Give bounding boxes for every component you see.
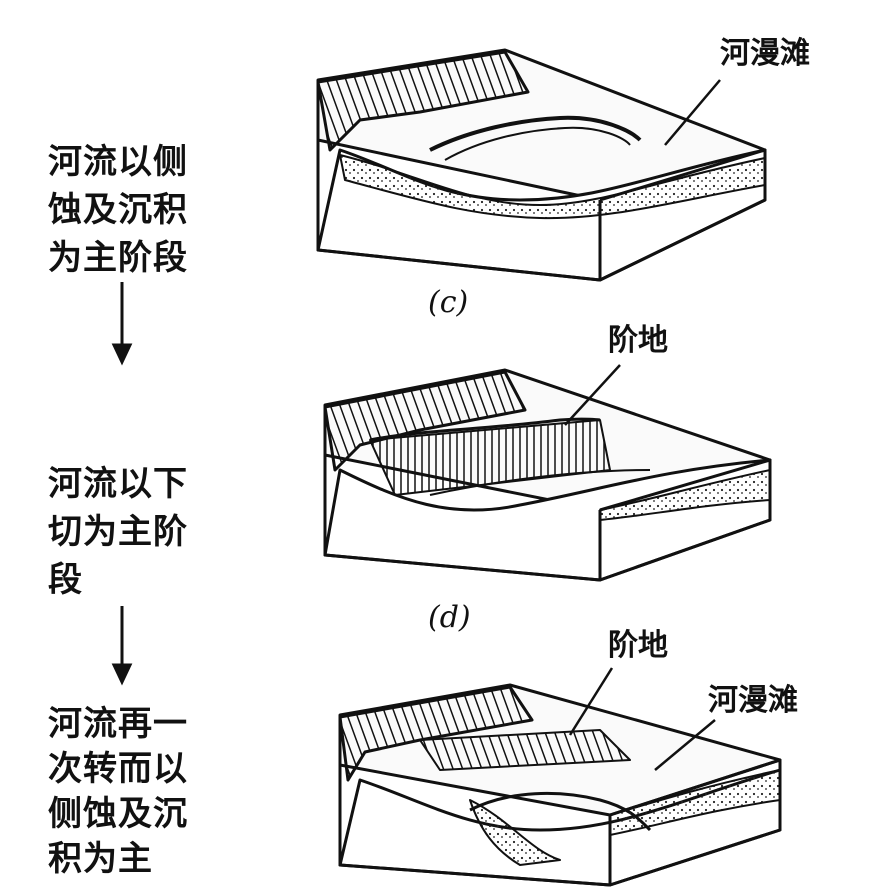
stage-3-line-3: 侧蚀及沉 bbox=[48, 794, 188, 834]
stage-2-line-1: 河流以下 bbox=[48, 464, 188, 504]
stage-arrows bbox=[111, 282, 133, 686]
stage-3-line-2: 次转而以 bbox=[48, 749, 188, 789]
leader-line-floodplain-e bbox=[654, 719, 716, 771]
panel-d-label-terrace: 阶地 bbox=[608, 323, 668, 358]
stage-3-line-4: 积为主 bbox=[48, 839, 153, 879]
panel-e-label-floodplain: 河漫滩 bbox=[708, 683, 798, 718]
panel-c-label-floodplain: 河漫滩 bbox=[720, 36, 810, 71]
stage-1-line-1: 河流以侧 bbox=[48, 142, 188, 182]
leader-lines bbox=[564, 79, 721, 771]
stage-2-line-3: 段 bbox=[48, 560, 83, 600]
arrow-1-head bbox=[111, 343, 133, 366]
leader-line-terrace-e bbox=[568, 667, 614, 736]
stage-1-line-3: 为主阶段 bbox=[48, 238, 188, 278]
panel-c-caption: (c) bbox=[428, 285, 469, 320]
leader-line-floodplain-c bbox=[664, 79, 721, 146]
stage-3-line-1: 河流再一 bbox=[48, 704, 188, 744]
block-diagram-d bbox=[323, 368, 772, 582]
panel-d-caption: (d) bbox=[428, 600, 471, 635]
panel-e-label-terrace: 阶地 bbox=[608, 628, 668, 663]
block-diagram-e bbox=[338, 683, 782, 887]
stage-1-line-2: 蚀及沉积 bbox=[48, 190, 188, 230]
stage-2-line-2: 切为主阶 bbox=[48, 512, 188, 552]
block-diagram-c bbox=[316, 48, 767, 282]
arrow-2-head bbox=[111, 663, 133, 686]
leader-line-terrace-d bbox=[564, 364, 621, 426]
